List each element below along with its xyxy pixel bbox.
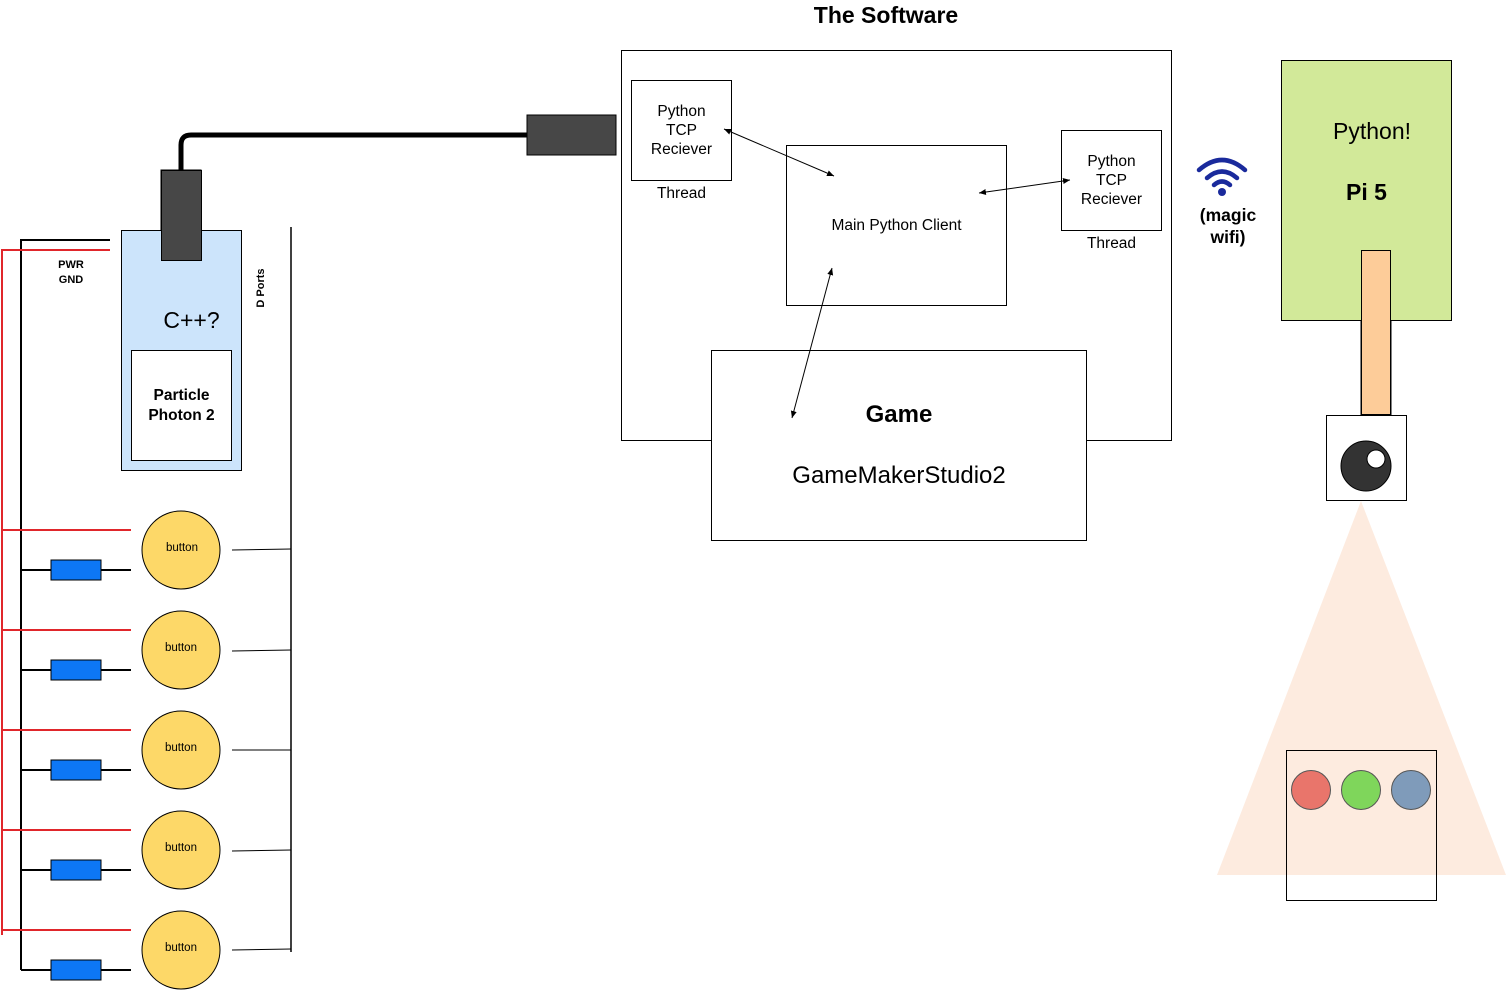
gnd-label: GND	[58, 274, 84, 286]
green-dot	[1341, 770, 1381, 810]
main-client-label: Main Python Client	[831, 216, 962, 234]
resistor-1	[50, 559, 102, 581]
game-title: Game	[865, 401, 933, 428]
tcp-right-line-1: Python	[1087, 153, 1136, 170]
photon-box: Particle Photon 2	[131, 350, 232, 461]
d-ports-label: D Ports	[255, 268, 267, 308]
display-screen-lower	[1286, 875, 1437, 901]
usb-cable	[178, 132, 528, 172]
button-1	[141, 510, 221, 590]
particle-board: C++? Particle Photon 2	[121, 230, 242, 471]
red-dot	[1291, 770, 1331, 810]
usb-connector-computer	[526, 114, 617, 156]
tcp-right-thread-caption: Thread	[1086, 235, 1137, 252]
arrow-tcp-left-to-client	[723, 128, 835, 177]
resistor-2	[50, 659, 102, 681]
camera-box	[1326, 415, 1407, 501]
game-engine: GameMakerStudio2	[792, 462, 1006, 489]
photon-line-2: Photon 2	[148, 406, 215, 424]
tcp-receiver-left: Python TCP Reciever	[631, 80, 732, 181]
tcp-right-line-3: Reciever	[1080, 191, 1143, 208]
tcp-left-line-3: Reciever	[650, 141, 713, 158]
button-2	[141, 610, 221, 690]
usb-plug	[161, 170, 202, 261]
projection-cone	[1217, 501, 1506, 875]
tcp-receiver-right: Python TCP Reciever	[1061, 130, 1162, 231]
button-label-1: button	[166, 542, 198, 554]
button-3	[141, 710, 221, 790]
button-label-5: button	[165, 942, 197, 954]
blue-dot	[1391, 770, 1431, 810]
camera-arm-overlay	[1361, 250, 1391, 415]
tcp-right-line-2: TCP	[1096, 172, 1127, 189]
game-box: Game GameMakerStudio2	[711, 350, 1087, 541]
board-lang-label: C++?	[163, 307, 220, 333]
button-row-wiring-1	[2, 529, 292, 581]
button-label-3: button	[165, 742, 197, 754]
resistor-4	[50, 859, 102, 881]
pi-line-2: Pi 5	[1346, 179, 1387, 205]
tcp-left-line-2: TCP	[666, 122, 697, 139]
wifi-icon	[1196, 154, 1248, 198]
button-label-4: button	[165, 842, 197, 854]
pi-line-1: Python!	[1333, 118, 1411, 144]
diagram-title: The Software	[813, 2, 959, 28]
camera-lens-icon	[1340, 440, 1392, 492]
button-row-wiring-5	[2, 929, 292, 981]
tcp-left-thread-caption: Thread	[656, 185, 707, 202]
resistor-3	[50, 759, 102, 781]
arrow-client-to-tcp-right	[978, 178, 1071, 195]
button-5	[141, 910, 221, 990]
button-circles	[141, 510, 221, 990]
wifi-label-line-1: (magic	[1199, 205, 1257, 225]
gnd-wire	[20, 239, 110, 970]
resistor-5	[50, 959, 102, 981]
button-4	[141, 810, 221, 890]
button-row-wiring-3	[2, 729, 291, 781]
wifi-label-line-2: wifi)	[1210, 227, 1246, 247]
tcp-left-line-1: Python	[657, 103, 706, 120]
button-row-wiring-4	[2, 829, 292, 881]
arrow-client-to-game	[790, 267, 834, 419]
button-row-wiring-2	[2, 629, 292, 681]
pwr-label: PWR	[58, 259, 84, 271]
pwr-wire	[1, 249, 110, 935]
photon-line-1: Particle	[153, 386, 210, 404]
button-label-2: button	[165, 642, 197, 654]
